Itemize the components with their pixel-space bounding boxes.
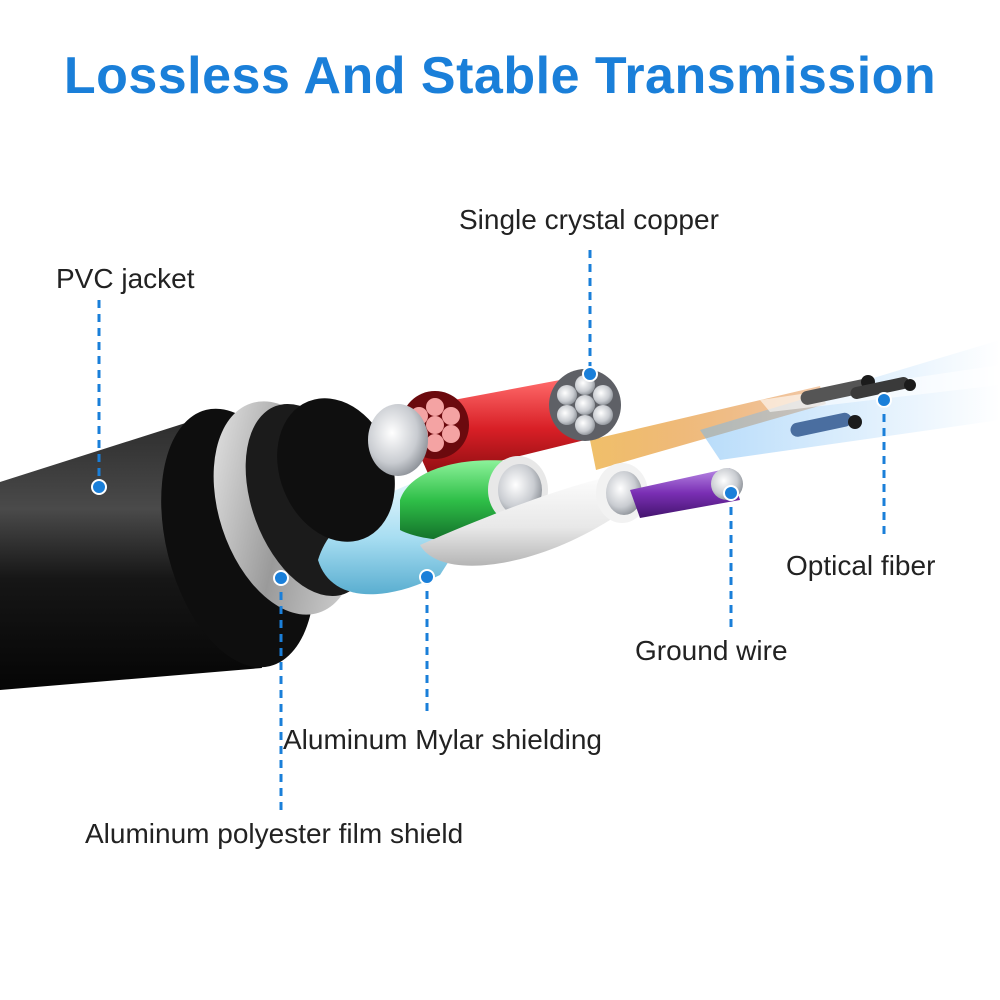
callout-dot-icon [91, 479, 107, 495]
page-title: Lossless And Stable Transmission [63, 47, 937, 105]
inner-sleeve-shape [277, 398, 395, 542]
callout-aluminum-polyester-film-shield: Aluminum polyester film shield [85, 818, 464, 849]
grey-strand-shape [368, 404, 428, 476]
callout-aluminum-mylar-shielding: Aluminum Mylar shielding [283, 724, 603, 755]
callout-pvc-jacket: PVC jacket [56, 263, 195, 294]
callout-leaders [97, 250, 886, 810]
callout-single-crystal-copper: Single crystal copper [459, 204, 719, 235]
optical-fiber-shape [700, 340, 1000, 460]
callout-dots [91, 366, 892, 586]
callout-optical-fiber: Optical fiber [786, 550, 936, 581]
callout-dot-icon [723, 485, 739, 501]
callout-dot-icon [419, 569, 435, 585]
callout-ground-wire: Ground wire [635, 635, 788, 666]
callout-dot-icon [876, 392, 892, 408]
callout-dot-icon [273, 570, 289, 586]
callout-dot-icon [582, 366, 598, 382]
white-pair-shape [420, 463, 648, 566]
